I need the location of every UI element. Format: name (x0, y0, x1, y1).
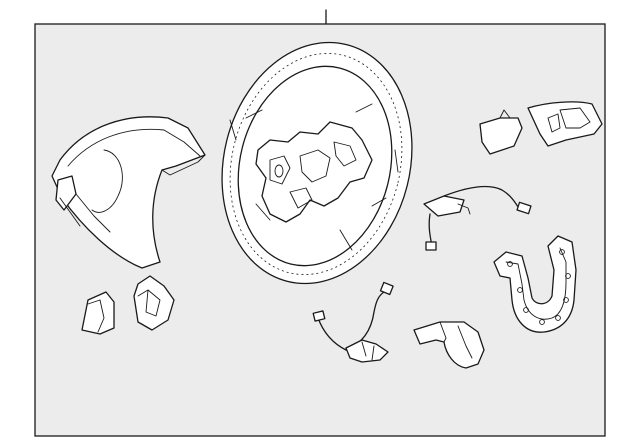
switch-cover-large[interactable] (527, 101, 603, 147)
upper-wiring-harness[interactable] (423, 185, 532, 251)
lower-wiring-harness[interactable] (312, 281, 394, 363)
switch-cover-small[interactable] (479, 109, 523, 155)
switch-button-right[interactable] (133, 275, 175, 331)
switch-button-left[interactable] (81, 291, 115, 335)
airbag-module[interactable] (51, 116, 206, 269)
u-shaped-bracket[interactable] (493, 235, 577, 333)
steering-wheel[interactable] (197, 22, 437, 304)
lower-trim-cover[interactable] (413, 321, 485, 369)
